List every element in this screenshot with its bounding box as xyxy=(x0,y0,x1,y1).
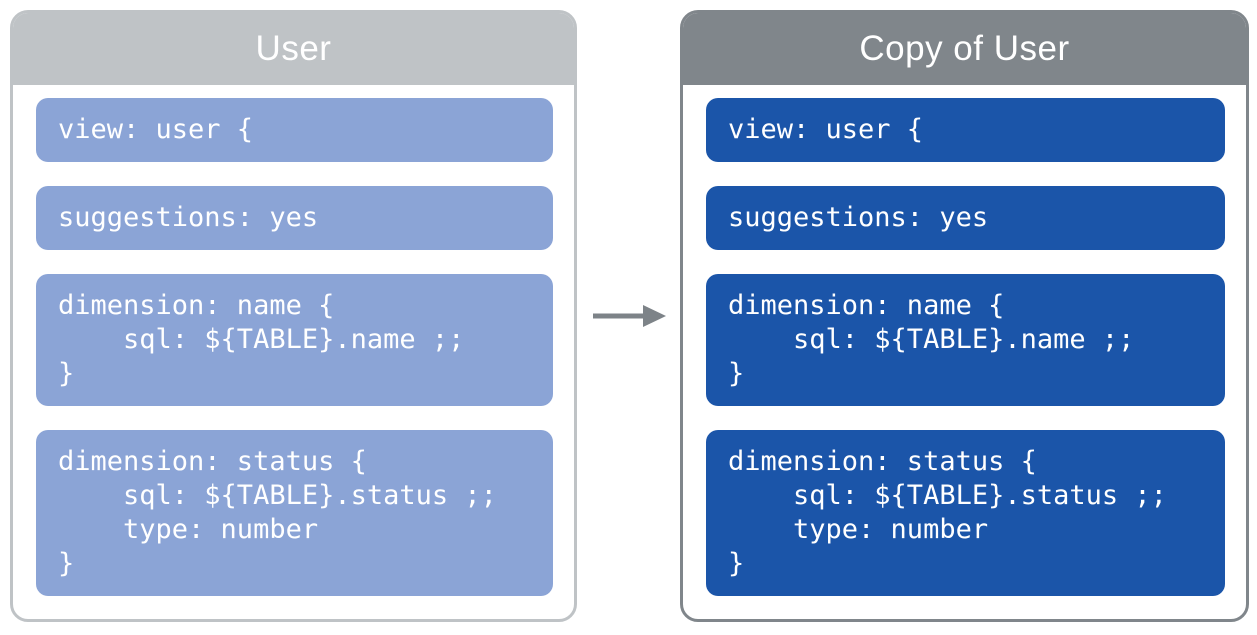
copy-of-user-panel: Copy of User view: user { suggestions: y… xyxy=(680,10,1249,622)
code-block-dimension-status: dimension: status { sql: ${TABLE}.status… xyxy=(706,430,1225,596)
user-panel: User view: user { suggestions: yes dimen… xyxy=(10,10,577,622)
code-block-dimension-name: dimension: name { sql: ${TABLE}.name ;; … xyxy=(706,274,1225,406)
code-block-suggestions: suggestions: yes xyxy=(36,186,553,250)
copy-of-user-panel-body: view: user { suggestions: yes dimension:… xyxy=(683,85,1246,609)
user-panel-title: User xyxy=(255,29,332,68)
copy-of-user-panel-title: Copy of User xyxy=(859,29,1070,68)
code-block-view: view: user { xyxy=(36,98,553,162)
code-block-dimension-name: dimension: name { sql: ${TABLE}.name ;; … xyxy=(36,274,553,406)
right-arrow-icon xyxy=(591,302,667,330)
copy-of-user-panel-header: Copy of User xyxy=(683,13,1246,85)
code-block-suggestions: suggestions: yes xyxy=(706,186,1225,250)
user-panel-body: view: user { suggestions: yes dimension:… xyxy=(13,85,574,609)
code-block-dimension-status: dimension: status { sql: ${TABLE}.status… xyxy=(36,430,553,596)
user-panel-header: User xyxy=(13,13,574,85)
code-block-view: view: user { xyxy=(706,98,1225,162)
